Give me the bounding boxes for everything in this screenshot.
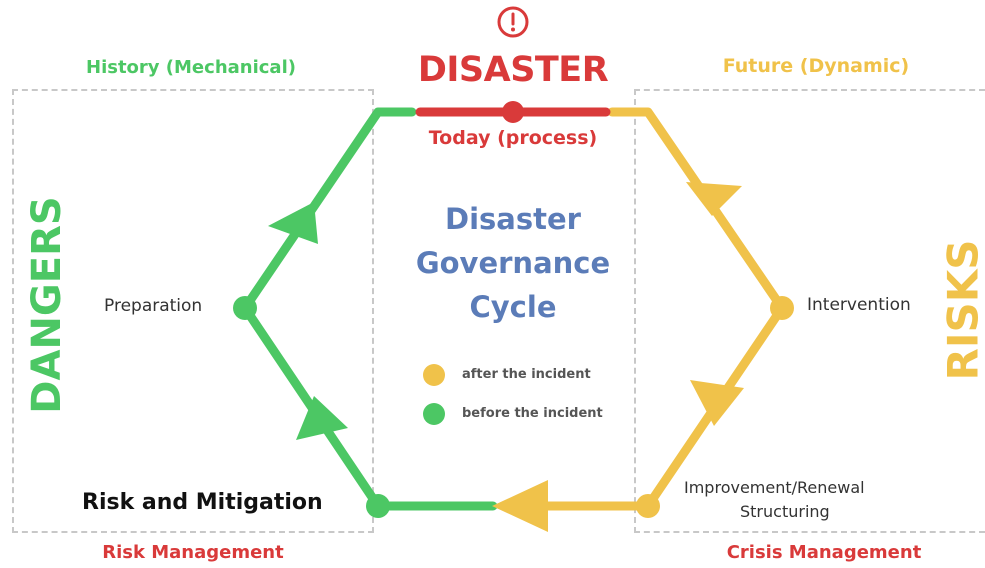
crisis-management-label: Crisis Management — [726, 542, 922, 563]
legend-before-label: before the incident — [462, 406, 603, 421]
preparation-label: Preparation — [104, 296, 203, 316]
arrow-up-upper-green — [268, 202, 318, 244]
legend-after-label: after the incident — [462, 367, 591, 382]
history-dashed-frame — [12, 89, 374, 533]
future-dashed-frame — [634, 89, 985, 533]
improvement-label-line1: Improvement/Renewal — [684, 478, 865, 497]
risk-management-label: Risk Management — [102, 542, 284, 563]
disaster-title: DISASTER — [417, 50, 609, 90]
legend-before-dot — [423, 403, 445, 425]
history-label: History (Mechanical) — [86, 57, 296, 78]
today-node-dot — [502, 101, 524, 123]
dangers-label: DANGERS — [24, 196, 70, 414]
risks-label: RISKS — [938, 239, 985, 381]
preparation-node-dot — [233, 296, 257, 320]
risk-mitigation-node-dot — [366, 494, 390, 518]
improvement-label-line2: Structuring — [740, 502, 830, 521]
arrow-up-lower-green — [296, 396, 348, 440]
arrow-left-yellow — [492, 480, 548, 532]
center-title-line3: Cycle — [469, 290, 557, 324]
today-label: Today (process) — [428, 127, 598, 149]
intervention-label: Intervention — [807, 295, 911, 315]
risk-mitigation-label: Risk and Mitigation — [82, 490, 323, 515]
center-title-line2: Governance — [415, 246, 611, 280]
improvement-node-dot — [636, 494, 660, 518]
future-label: Future (Dynamic) — [722, 55, 910, 77]
arrow-down-upper-yellow — [686, 182, 742, 216]
arrow-down-lower-yellow — [690, 380, 744, 426]
center-title-line1: Disaster — [445, 202, 581, 236]
exclamation-circle-icon — [497, 6, 529, 38]
legend-after-dot — [423, 364, 445, 386]
intervention-node-dot — [770, 296, 794, 320]
